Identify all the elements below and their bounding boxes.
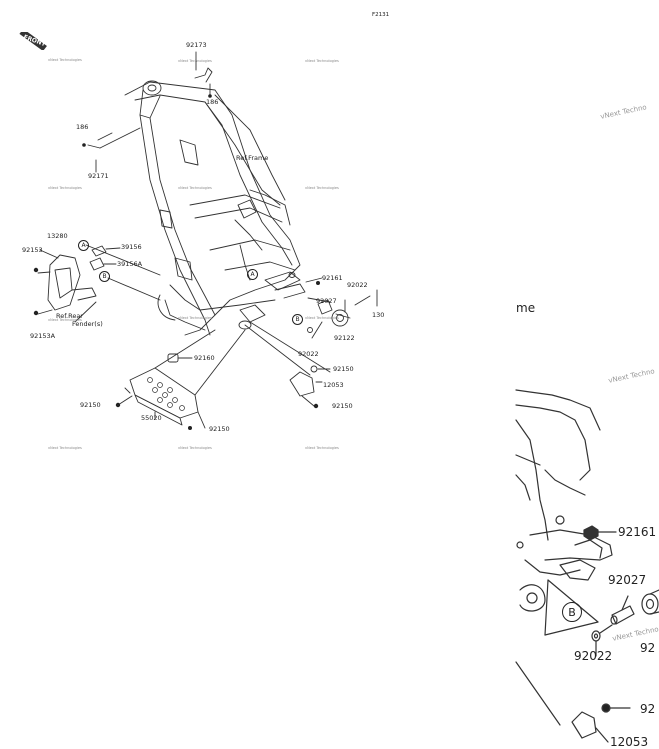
marker-b: B bbox=[99, 271, 110, 282]
front-arrow-icon: FRONT bbox=[18, 32, 54, 50]
watermark: vNext Technologies bbox=[305, 316, 339, 320]
part-label: 92171 bbox=[88, 172, 109, 180]
part-label: 92153 bbox=[22, 246, 43, 254]
part-label: 12053 bbox=[323, 381, 344, 389]
part-label: 92022 bbox=[347, 281, 368, 289]
part-label: 92153A bbox=[30, 332, 56, 340]
watermark: vNext Technologies bbox=[48, 186, 82, 190]
zoom-frame-fragment: me bbox=[516, 301, 536, 315]
watermark: vNext Technologies bbox=[305, 446, 339, 450]
part-label: 92161 bbox=[322, 274, 343, 282]
watermark: vNext Technologies bbox=[178, 446, 212, 450]
part-label: 92150 bbox=[209, 425, 230, 433]
watermark: vNext Technologies bbox=[305, 59, 339, 63]
watermark: vNext Technologies bbox=[48, 318, 82, 322]
part-label: 55020 bbox=[141, 414, 162, 422]
marker-a: A bbox=[247, 269, 258, 280]
part-label: 186 bbox=[206, 98, 219, 106]
page-code: F2131 bbox=[372, 12, 390, 18]
part-label: 39156A bbox=[117, 260, 143, 268]
part-label: 92150 bbox=[332, 402, 353, 410]
part-label: 92150 bbox=[333, 365, 354, 373]
part-label: 92022 bbox=[298, 350, 319, 358]
watermark: vNext Technologies bbox=[178, 316, 212, 320]
marker-b: B bbox=[292, 314, 303, 325]
ref-fender-label: Fender(s) bbox=[72, 320, 103, 328]
zoom-part-label: 12053 bbox=[610, 735, 649, 749]
part-label: 186 bbox=[76, 123, 89, 131]
part-label: 92027 bbox=[316, 297, 337, 305]
zoom-part-label: 92 bbox=[640, 702, 656, 716]
part-label: 13280 bbox=[47, 232, 68, 240]
ref-rear-label: Ref.Rear bbox=[56, 312, 83, 320]
part-label: 92160 bbox=[194, 354, 215, 362]
part-label: 92150 bbox=[80, 401, 101, 409]
part-label: 130 bbox=[372, 311, 385, 319]
watermark: vNext Technologies bbox=[48, 446, 82, 450]
zoom-part-label: 92022 bbox=[574, 649, 613, 663]
ref-frame-label: Ref.Frame bbox=[236, 154, 269, 162]
part-label: 39156 bbox=[121, 243, 142, 251]
part-label: 92122 bbox=[334, 334, 355, 342]
watermark: vNext Technologies bbox=[305, 186, 339, 190]
watermark: vNext Technologies bbox=[48, 58, 82, 62]
part-label: 92173 bbox=[186, 41, 207, 49]
watermark: vNext Technologies bbox=[178, 186, 212, 190]
zoom-marker-b: B bbox=[562, 602, 582, 622]
watermark: vNext Technologies bbox=[178, 59, 212, 63]
zoom-part-label: 92161 bbox=[618, 525, 657, 539]
zoom-part-label: 92 bbox=[640, 641, 656, 655]
front-badge-text: FRONT bbox=[22, 34, 47, 49]
zoom-part-label: 92027 bbox=[608, 573, 647, 587]
marker-a: A bbox=[78, 240, 89, 251]
